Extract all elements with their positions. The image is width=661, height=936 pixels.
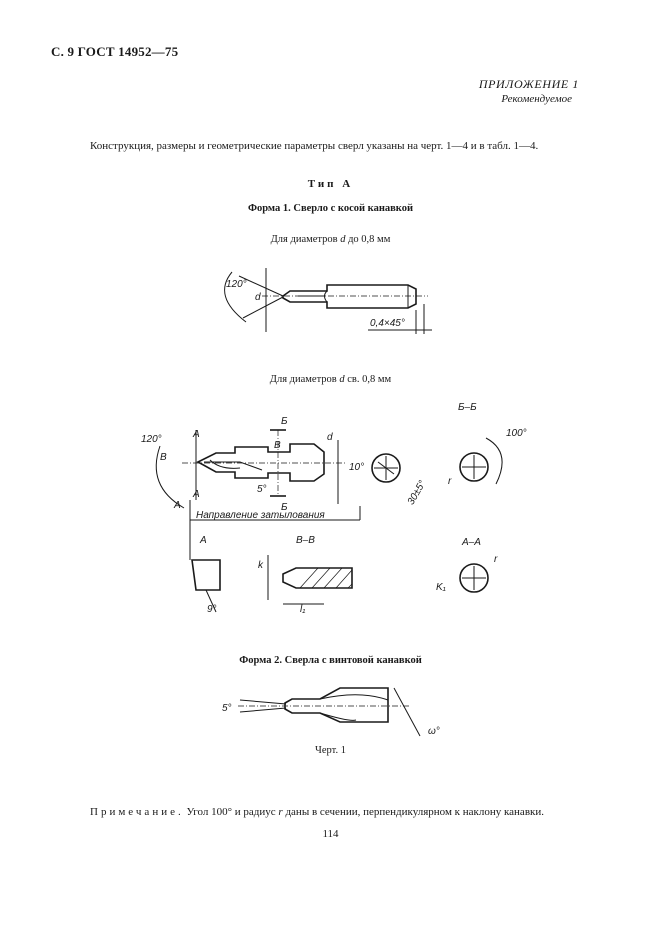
section-bb-title: Б–Б — [458, 402, 477, 413]
section-aa-title: А–А — [461, 537, 481, 548]
drill-large-diameter: 120° В A A A Б Б В 5° d 10° Направление … — [141, 416, 364, 560]
section-vv-drawing: В–В k l₁ — [258, 535, 353, 615]
section-v-marker-2: В — [274, 440, 281, 451]
drill-small-diameter: 120° d 0,4×45° — [224, 268, 432, 334]
section-b-marker-bottom: Б — [281, 502, 288, 513]
figure-caption: Черт. 1 — [315, 745, 346, 756]
section-a-marker-bottom: A — [192, 489, 200, 500]
front-view-circle: 30±5° — [371, 453, 429, 507]
section-vv-title: В–В — [296, 535, 315, 546]
section-bb-drawing: Б–Б 100° r — [448, 402, 527, 487]
angle-5-label: 5° — [257, 484, 267, 495]
angle-100-label: 100° — [506, 428, 527, 439]
l1-label: l₁ — [300, 604, 305, 615]
angle-5-form2-label: 5° — [222, 703, 232, 714]
angle-10-label: 10° — [349, 462, 364, 473]
note-paragraph: Примечание. Угол 100° и радиус r даны в … — [90, 806, 544, 818]
angle-120-label-2: 120° — [141, 434, 162, 445]
form2-title: Форма 2. Сверла с винтовой канавкой — [239, 655, 422, 666]
k-label: k — [258, 560, 264, 571]
caption-small-diameter: Для диаметров d до 0,8 мм — [270, 234, 391, 245]
section-b-marker-top: Б — [281, 416, 288, 427]
page-header: С. 9 ГОСТ 14952—75 — [51, 44, 179, 59]
diameter-d-label: d — [255, 292, 261, 303]
view-a-drawing: А 9° — [191, 535, 221, 615]
radius-r-label: r — [448, 476, 452, 487]
diameter-d-label-2: d — [327, 432, 333, 443]
drill-form2: 5° ω° — [222, 687, 440, 737]
section-a-marker-left: A — [173, 500, 181, 511]
relief-direction-label: Направление затылования — [196, 510, 325, 521]
chamfer-label: 0,4×45° — [370, 318, 405, 329]
form1-title: Форма 1. Сверло с косой канавкой — [247, 203, 414, 214]
type-title: Тип А — [307, 178, 354, 190]
section-v-marker: В — [160, 452, 167, 463]
view-a-title: А — [199, 535, 207, 546]
angle-9-label: 9° — [207, 604, 217, 615]
k1-label: K₁ — [436, 582, 446, 593]
omega-label: ω° — [428, 726, 440, 737]
intro-paragraph: Конструкция, размеры и геометрические па… — [90, 140, 539, 152]
appendix-subtitle: Рекомендуемое — [501, 93, 572, 105]
angle-120-label: 120° — [226, 279, 247, 290]
page-number: 114 — [322, 828, 339, 840]
section-a-marker-top: A — [192, 429, 200, 440]
caption-large-diameter: Для диаметров d св. 0,8 мм — [269, 374, 392, 385]
angle-30-label: 30±5° — [406, 479, 429, 507]
section-aa-drawing: А–А r K₁ — [436, 537, 498, 593]
radius-r-label-2: r — [494, 554, 498, 565]
appendix-title: ПРИЛОЖЕНИЕ 1 — [478, 77, 579, 91]
